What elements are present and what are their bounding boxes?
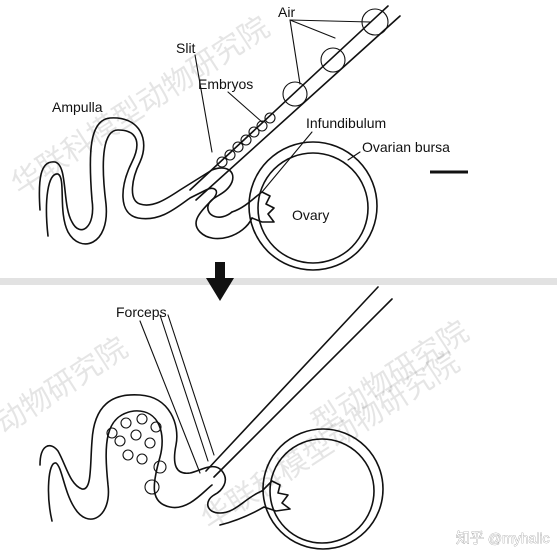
bottom-panel: Forceps 华联科模型动物研究院 动物研究院 型动物研究院 知乎 @myha… xyxy=(0,278,557,557)
infundibulum-fimbria-bottom xyxy=(219,480,291,526)
oviduct-inner xyxy=(45,129,253,245)
air-leader-3 xyxy=(289,19,301,85)
embryo-b4 xyxy=(150,421,162,433)
embryo-2 xyxy=(256,120,268,132)
air-bubble-2 xyxy=(320,47,346,73)
oviduct-outer-bottom xyxy=(39,394,263,514)
pipette-lower-wall xyxy=(195,15,401,201)
watermark-top: 华联科模型动物研究院 xyxy=(5,10,276,203)
infundibulum-leader xyxy=(261,131,313,193)
embryo-b7 xyxy=(144,437,156,449)
slit-leader xyxy=(194,54,213,153)
air-bubble-b1 xyxy=(153,460,167,474)
embryo-7 xyxy=(216,156,228,168)
top-panel-drawing: Air Slit Embryos Ampulla Infundibulum Ov… xyxy=(5,4,468,278)
bursa-leader xyxy=(347,151,361,161)
label-slit: Slit xyxy=(176,40,196,56)
oviduct-outer xyxy=(38,117,234,231)
embryo-b8 xyxy=(122,449,134,461)
embryo-b1 xyxy=(106,427,118,439)
ovarian-bursa-outer xyxy=(248,141,378,271)
infundibulum-fimbria xyxy=(231,191,275,223)
panel-divider xyxy=(0,278,557,285)
embryos-leader xyxy=(227,91,263,123)
top-panel: Air Slit Embryos Ampulla Infundibulum Ov… xyxy=(0,0,557,278)
forceps-tine-1 xyxy=(139,320,201,474)
forceps-tine-3 xyxy=(167,314,215,456)
embryo-b6 xyxy=(130,429,142,441)
ovarian-bursa-inner-bottom xyxy=(269,438,375,544)
pipette-upper-wall-bottom xyxy=(205,286,379,472)
down-arrow-icon xyxy=(215,262,225,278)
air-bubble-b2 xyxy=(144,479,160,495)
air-leader-1 xyxy=(289,19,336,39)
ovarian-bursa-inner xyxy=(257,152,369,264)
label-ovary: Ovary xyxy=(292,207,329,223)
embryo-6 xyxy=(224,149,236,161)
embryo-1 xyxy=(264,112,276,124)
corner-watermark: 知乎 @myhalic xyxy=(456,530,550,546)
forceps-tine-2 xyxy=(159,314,209,462)
oviduct-inner-bottom xyxy=(47,410,213,522)
bottom-panel-drawing: Forceps 华联科模型动物研究院 动物研究院 型动物研究院 知乎 @myha… xyxy=(0,278,550,550)
embryo-3 xyxy=(248,126,260,138)
embryo-b3 xyxy=(136,413,148,425)
label-ovarian-bursa: Ovarian bursa xyxy=(362,139,450,155)
embryo-b9 xyxy=(136,453,148,465)
label-infundibulum: Infundibulum xyxy=(306,115,386,131)
embryo-5 xyxy=(232,141,244,153)
embryo-b2 xyxy=(120,417,132,429)
label-forceps: Forceps xyxy=(116,304,167,320)
down-arrow-head xyxy=(206,278,234,301)
air-bubble-3 xyxy=(282,81,308,107)
pipette-lower-wall-bottom xyxy=(213,298,393,478)
embryo-b5 xyxy=(114,435,126,447)
air-leader-2 xyxy=(289,19,371,23)
label-ampulla: Ampulla xyxy=(52,99,103,115)
label-embryos: Embryos xyxy=(198,76,253,92)
watermark-left: 动物研究院 xyxy=(0,331,134,442)
pipette-upper-wall xyxy=(189,5,389,191)
label-air: Air xyxy=(278,4,295,20)
embryo-4 xyxy=(240,134,252,146)
